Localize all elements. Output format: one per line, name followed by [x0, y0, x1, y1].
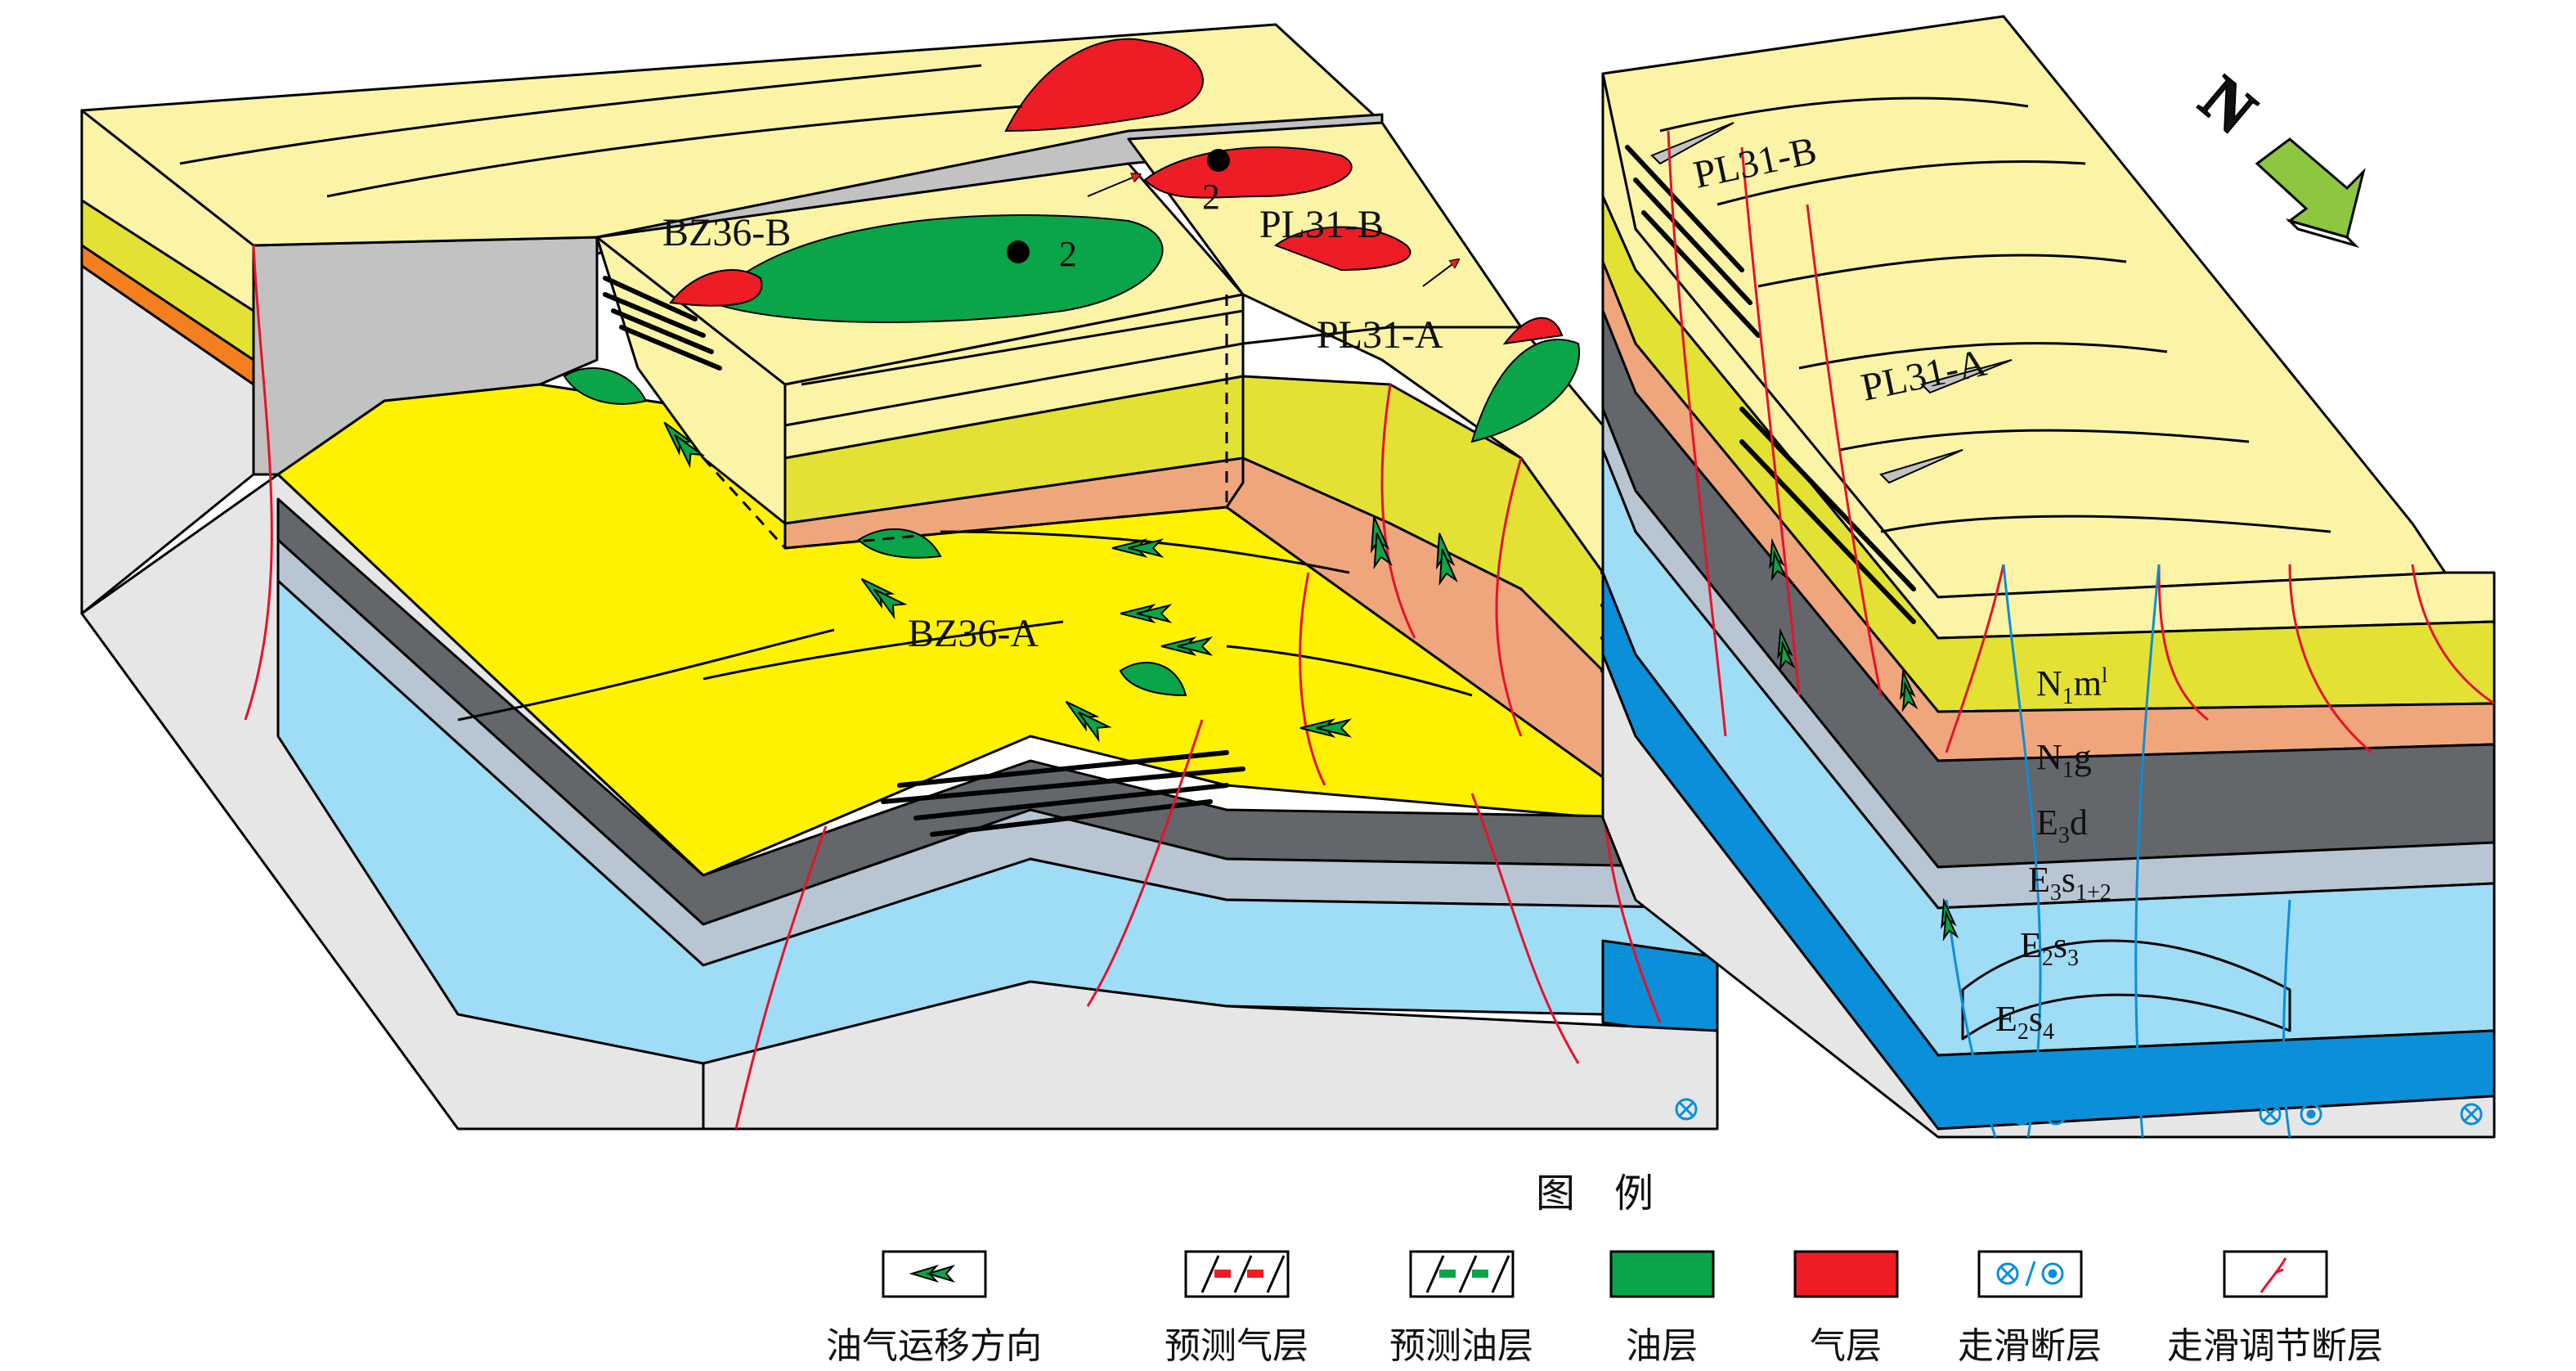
cliff-oil-lens [563, 367, 648, 405]
horst-hump [1961, 939, 2291, 1041]
stratum-label: N1ml [2036, 663, 2107, 709]
bz36b-oil-lens [710, 214, 1164, 323]
stratum-label: E2s3 [2020, 925, 2079, 971]
fault-left-2 [734, 825, 828, 1130]
bz36a-oil-2 [1119, 662, 1187, 697]
bedding-lines-left [179, 64, 1521, 721]
legend-label: 走滑调节断层 [2167, 1325, 2383, 1367]
legend-item: 油层 [1609, 1250, 1715, 1367]
legend-item: 油气运移方向 [826, 1250, 1042, 1367]
legend-title: 图 例 [1536, 1171, 1654, 1216]
fault-left-8 [1470, 793, 1580, 1064]
strike-slip-fault-icon [1996, 1261, 2064, 1287]
well-number-2: 2 [1202, 177, 1220, 217]
migration-arrow-icon [1435, 533, 1458, 587]
strike-slip-symbols-right [1948, 1103, 2483, 1126]
migration-arrow-icon [860, 578, 908, 620]
strike-slip-faults-right [1945, 564, 2291, 1138]
migration-arrow-icon [1160, 636, 1214, 656]
label-pl31-b-left: PL31-B [1259, 203, 1384, 246]
migration-arrow-icon [1111, 538, 1165, 558]
label-pl31-a-left: PL31-A [1317, 313, 1443, 357]
legend-label: 预测油层 [1389, 1325, 1533, 1367]
fault-right-5 [2157, 564, 2209, 721]
right-front-bottom [1601, 653, 2496, 1139]
gas-lens-top-1 [1004, 38, 1204, 133]
fault-right-6 [2288, 564, 2372, 754]
fault-right-2 [1740, 146, 1801, 696]
gas-layer-icon [1793, 1250, 1899, 1298]
stratum-label: E2s4 [1995, 999, 2054, 1045]
legend-item: 气层 [1793, 1250, 1899, 1367]
reservoirs-left [563, 38, 1581, 697]
well-dot-2 [1207, 149, 1230, 172]
migration-arrow-icon [1120, 604, 1173, 623]
migration-arrow-icon [1777, 627, 1796, 672]
legend-label: 油气运移方向 [826, 1325, 1042, 1367]
left-block [80, 23, 1719, 1131]
stratum-label: N1g [2036, 737, 2092, 783]
label-bz36-a: BZ36-A [908, 612, 1039, 655]
migration-arrow-icon [1299, 718, 1353, 738]
pl31a-gas-tip [1502, 317, 1564, 345]
north-label: N [2187, 63, 2269, 149]
predicted-gas-icon [1200, 1255, 1286, 1293]
strata-labels: N1ml N1g E3d E3s1+2 E2s3 E2s4 [1995, 663, 2112, 1045]
label-bz36-b: BZ36-B [662, 211, 791, 254]
faults-right [1667, 130, 2495, 754]
legend-item: 走滑调节断层 [2167, 1250, 2383, 1367]
legend-label: 预测气层 [1165, 1325, 1308, 1367]
fault-left-4 [1299, 572, 1326, 786]
bz36a-oil-1 [857, 528, 942, 559]
bz36b-gas-tip [669, 269, 763, 307]
migration-arrow-icon [663, 421, 706, 469]
stratum-label: E3d [2036, 802, 2088, 848]
left-front-bottom [702, 980, 1719, 1131]
bedding-lines-right [1659, 97, 2331, 533]
migration-arrow-icon [1900, 668, 1919, 712]
stratum-label: E3s1+2 [2028, 860, 2112, 906]
fault-right-3 [1806, 204, 1883, 696]
well-dot-1 [1007, 240, 1030, 263]
legend: 图 例 油气运移方向 预测气层 [826, 1171, 2383, 1367]
legend-item: 走滑断层 [1958, 1250, 2102, 1367]
migration-arrow-icon [1941, 897, 1959, 942]
fault-left-5 [1380, 384, 1416, 639]
legend-label: 走滑断层 [1958, 1325, 2102, 1367]
thin-beds-right [1625, 145, 1916, 624]
fault-left-1 [244, 245, 273, 721]
migration-arrows-left [663, 421, 1458, 743]
north-arrow-icon: N [2186, 62, 2366, 249]
oil-layer-icon [1609, 1250, 1715, 1298]
migration-arrow-icon [1370, 516, 1393, 570]
fault-left-6 [1495, 457, 1523, 737]
well-number-1: 2 [1059, 234, 1077, 274]
strike-slip-symbol-left [1675, 1098, 1698, 1121]
faults-left [244, 245, 1662, 1130]
thin-lenses-right [1650, 122, 2013, 484]
migration-arrows-right [1769, 537, 1959, 942]
legend-item: 预测油层 [1389, 1250, 1533, 1367]
fault-left-3 [1086, 719, 1204, 1007]
migration-arrow-icon [1065, 700, 1112, 743]
legend-item: 预测气层 [1165, 1250, 1308, 1367]
strike-slip-adjust-fault-icon [2260, 1257, 2287, 1293]
gas-migration-arrows [1087, 176, 1456, 287]
gas-lens-top-3 [1273, 226, 1411, 272]
migration-arrow-icon [909, 1265, 956, 1283]
predicted-oil-icon [1425, 1255, 1510, 1293]
hidden-edges [702, 294, 1228, 550]
fault-right-1 [1667, 130, 1727, 737]
legend-label: 油层 [1626, 1325, 1698, 1367]
deep-blue-lens [1601, 939, 1719, 1041]
fault-right-4 [1945, 564, 2005, 753]
migration-arrow-icon [1769, 537, 1788, 582]
fault-right-7 [2411, 564, 2495, 705]
pl31a-oil-lens [1470, 339, 1581, 443]
legend-label: 气层 [1810, 1325, 1882, 1367]
